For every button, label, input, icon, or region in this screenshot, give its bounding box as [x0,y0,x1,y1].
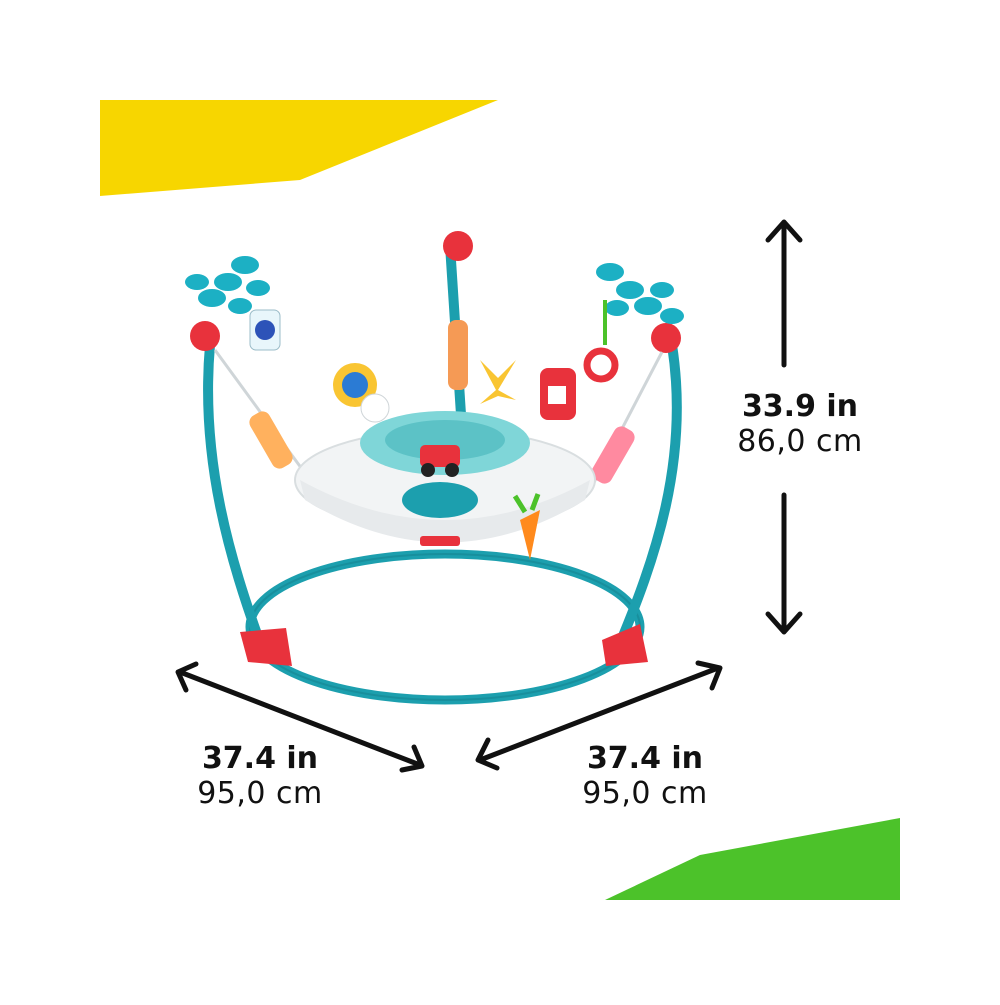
striped-strap-covers [249,320,635,484]
height-dimension-label: 33.9 in 86,0 cm [715,389,885,459]
height-metric: 86,0 cm [737,423,863,459]
width-right-imperial: 37.4 in [586,741,704,776]
width-arrow-left [175,661,425,773]
leaf-toy-right [596,263,684,324]
base-ring [245,549,645,705]
height-arrow [765,219,803,635]
frame-knobs [190,231,681,353]
width-left-imperial: 37.4 in [201,741,319,776]
red-feet [240,624,648,666]
width-arrow-right [475,660,723,771]
width-right-dimension-label: 37.4 in 95,0 cm [545,741,745,811]
hanging-toys [249,300,619,383]
activity-tray [294,411,596,546]
width-left-metric: 95,0 cm [197,775,323,811]
leaf-toy-left [185,256,270,314]
height-imperial: 33.9 in [741,389,859,424]
green-corner-shape [605,818,900,900]
width-left-dimension-label: 37.4 in 95,0 cm [160,741,360,811]
width-right-metric: 95,0 cm [582,775,708,811]
yellow-corner-shape [100,100,498,196]
tray-toys [333,360,576,560]
